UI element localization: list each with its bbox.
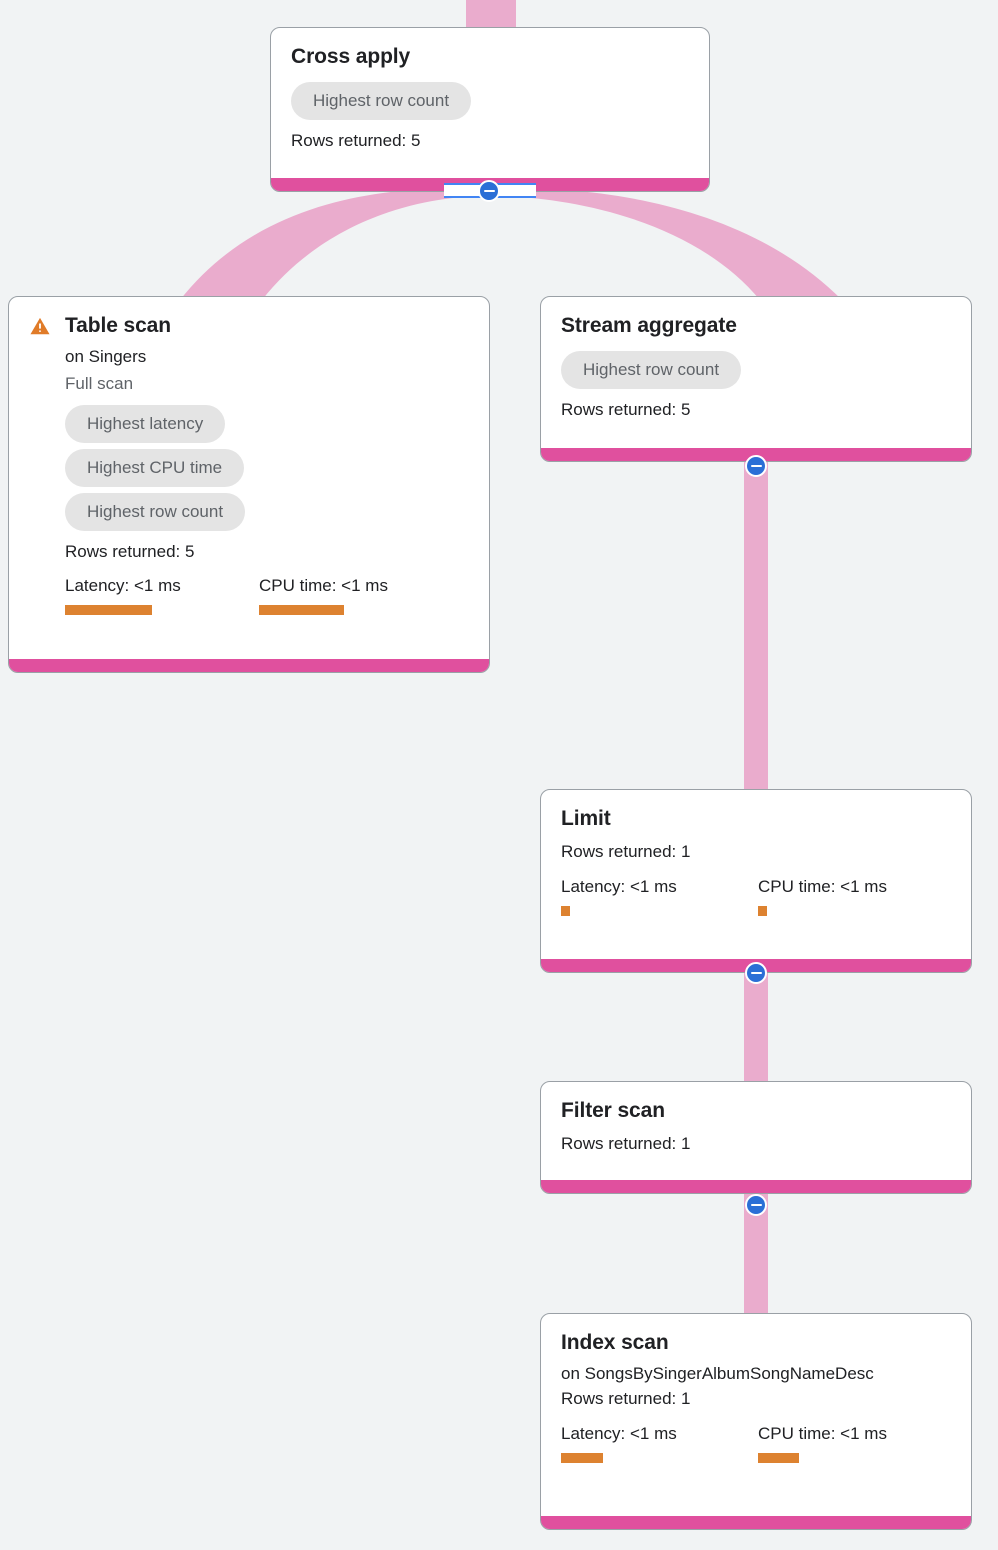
node-title: Filter scan — [561, 1099, 665, 1122]
node-title-row: Limit — [561, 806, 611, 832]
node-body: Filter scan Rows returned: 1 — [541, 1082, 971, 1180]
rows-returned-text: Rows returned: 5 — [561, 400, 691, 420]
latency-label: Latency: <1 ms — [561, 1423, 677, 1443]
rows-returned-text: Rows returned: 1 — [561, 842, 691, 862]
node-body: Cross apply Highest row count Rows retur… — [271, 28, 709, 178]
cpu-bar — [259, 605, 344, 616]
node-title-row: Stream aggregate — [561, 313, 737, 339]
cpu-label: CPU time: <1 ms — [259, 576, 388, 596]
node-footer-bar — [541, 1180, 971, 1193]
status-badge: Highest row count — [65, 492, 246, 531]
node-title: Stream aggregate — [561, 314, 737, 337]
cpu-bar — [758, 1452, 799, 1463]
node-body: Table scan on Singers Full scan Highest … — [9, 297, 489, 659]
rows-returned-text: Rows returned: 1 — [561, 1134, 691, 1154]
edge-stream-aggregate-to-limit — [744, 455, 768, 790]
plan-node-index-scan[interactable]: Index scan on SongsBySingerAlbumSongName… — [540, 1313, 972, 1530]
cpu-metric: CPU time: <1 ms — [758, 876, 887, 917]
cpu-metric: CPU time: <1 ms — [758, 1423, 887, 1463]
status-badge: Highest CPU time — [65, 448, 245, 487]
status-badge: Highest latency — [65, 404, 226, 443]
node-badges: Highest latency Highest CPU time Highest… — [65, 404, 246, 531]
collapse-toggle-cross-apply[interactable] — [478, 180, 500, 202]
node-metrics: Latency: <1 ms CPU time: <1 ms — [561, 1423, 951, 1463]
cpu-metric: CPU time: <1 ms — [259, 575, 388, 616]
latency-bar — [561, 906, 570, 917]
latency-metric: Latency: <1 ms — [561, 876, 758, 917]
latency-label: Latency: <1 ms — [561, 877, 677, 897]
cpu-label: CPU time: <1 ms — [758, 877, 887, 897]
plan-node-limit[interactable]: Limit Rows returned: 1 Latency: <1 ms CP… — [540, 789, 972, 973]
node-footer-bar — [9, 659, 489, 672]
edge-cross-apply-to-table-scan — [180, 188, 487, 300]
node-title: Index scan — [561, 1331, 669, 1354]
node-source-label: on Singers — [65, 347, 147, 367]
plan-node-stream-aggregate[interactable]: Stream aggregate Highest row count Rows … — [540, 296, 972, 462]
rows-returned-text: Rows returned: 5 — [291, 131, 421, 151]
node-title-row: Index scan — [561, 1330, 669, 1356]
node-badges: Highest row count — [291, 82, 472, 121]
node-title: Cross apply — [291, 45, 411, 68]
status-badge: Highest row count — [291, 82, 472, 121]
collapse-toggle-limit[interactable] — [745, 962, 767, 984]
node-body: Index scan on SongsBySingerAlbumSongName… — [541, 1314, 971, 1516]
node-body: Stream aggregate Highest row count Rows … — [541, 297, 971, 448]
node-badges: Highest row count — [561, 351, 742, 390]
plan-node-cross-apply[interactable]: Cross apply Highest row count Rows retur… — [270, 27, 710, 192]
latency-bar — [65, 605, 152, 616]
node-title-row: Cross apply — [291, 44, 410, 70]
node-footer-bar — [541, 1516, 971, 1529]
latency-bar — [561, 1452, 603, 1463]
node-metrics: Latency: <1 ms CPU time: <1 ms — [561, 876, 951, 917]
plan-node-table-scan[interactable]: Table scan on Singers Full scan Highest … — [8, 296, 490, 673]
node-source-label: on SongsBySingerAlbumSongNameDesc — [561, 1364, 874, 1384]
latency-label: Latency: <1 ms — [65, 576, 181, 596]
collapse-toggle-filter-scan[interactable] — [745, 1194, 767, 1216]
cpu-bar — [758, 906, 767, 917]
warning-triangle-icon — [30, 318, 50, 335]
node-title: Limit — [561, 807, 611, 830]
node-title-row: Filter scan — [561, 1098, 665, 1124]
collapse-toggle-stream-aggregate[interactable] — [745, 455, 767, 477]
latency-metric: Latency: <1 ms — [561, 1423, 758, 1463]
node-title: Table scan — [65, 314, 171, 337]
node-body: Limit Rows returned: 1 Latency: <1 ms CP… — [541, 790, 971, 959]
node-scan-type-label: Full scan — [65, 373, 134, 393]
cpu-label: CPU time: <1 ms — [758, 1423, 887, 1443]
plan-node-filter-scan[interactable]: Filter scan Rows returned: 1 — [540, 1081, 972, 1194]
edge-cross-apply-to-stream-aggregate — [491, 188, 842, 300]
edge-root-to-cross-apply — [466, 0, 516, 30]
latency-metric: Latency: <1 ms — [65, 575, 259, 616]
status-badge: Highest row count — [561, 351, 742, 390]
node-title-row: Table scan — [29, 313, 171, 339]
node-metrics: Latency: <1 ms CPU time: <1 ms — [65, 575, 489, 616]
rows-returned-text: Rows returned: 5 — [65, 541, 195, 561]
rows-returned-text: Rows returned: 1 — [561, 1388, 691, 1408]
